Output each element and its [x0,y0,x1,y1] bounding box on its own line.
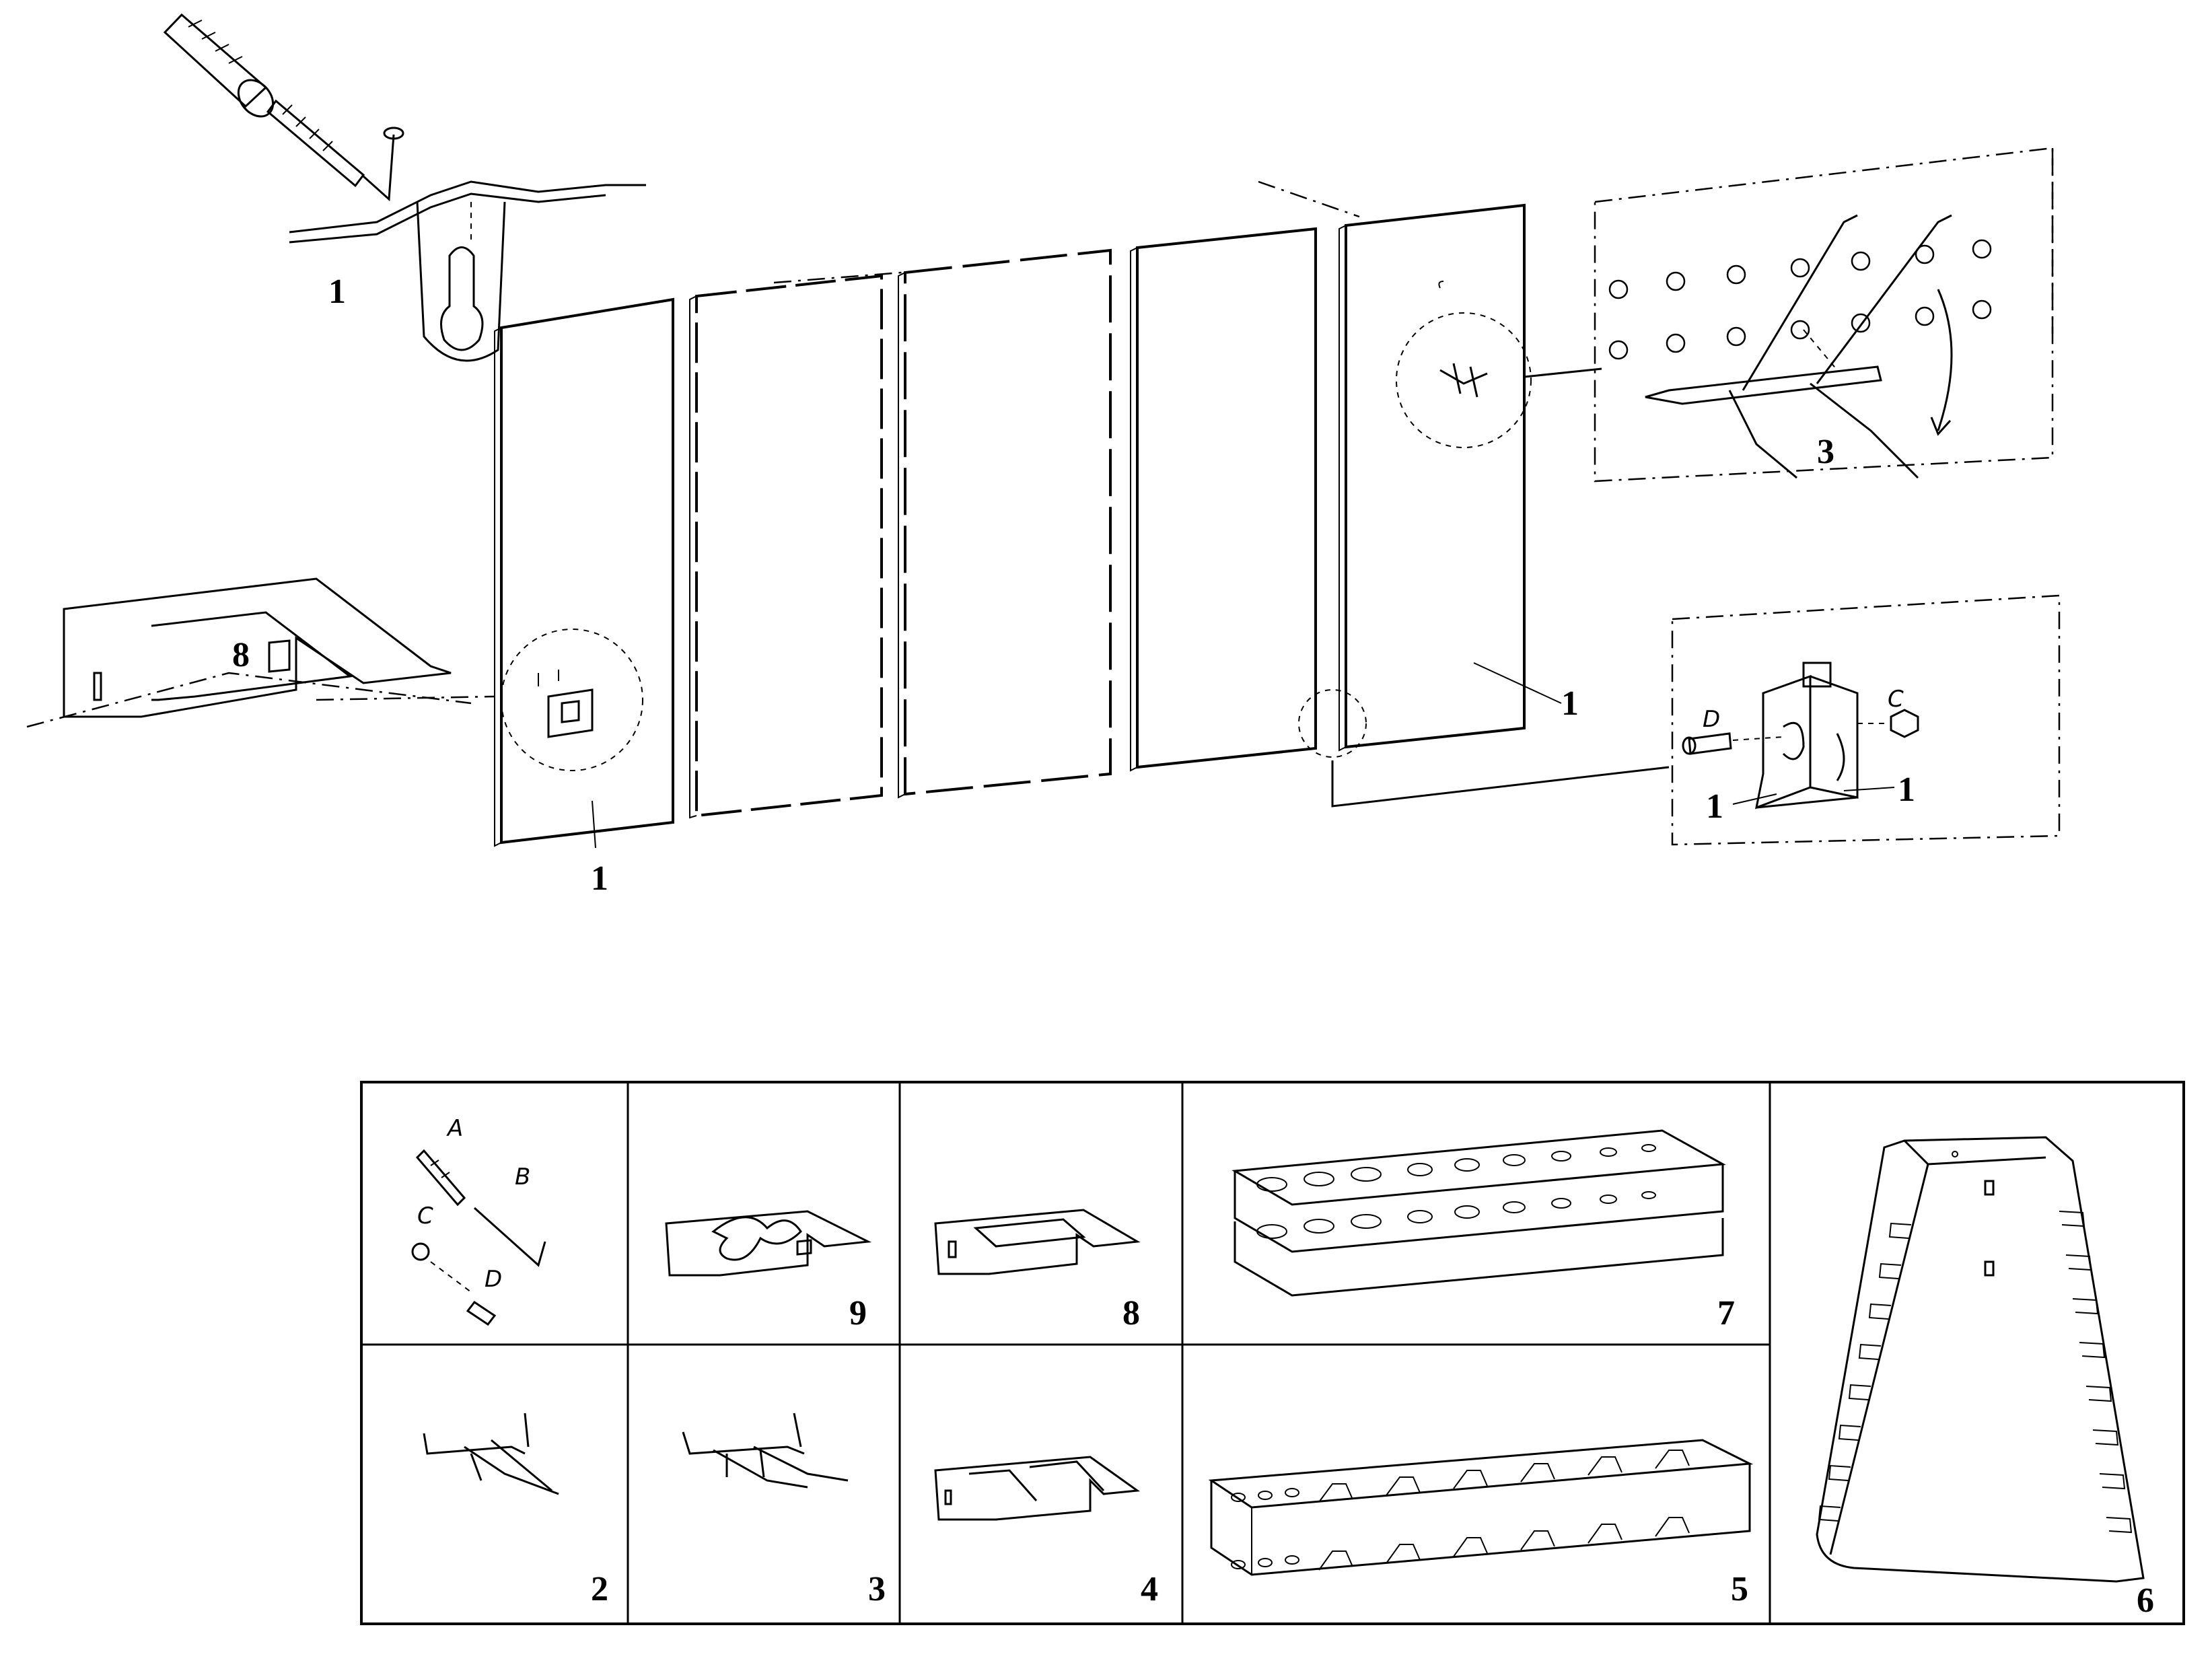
cell-7-holes [1256,1144,1656,1239]
label-8-holder: 8 [232,636,250,674]
label-9-cell: 9 [849,1294,867,1332]
label-D-kit: D [485,1266,502,1293]
cell-part-8: 8 [934,1209,1141,1332]
label-D-bolt: D [1703,706,1720,733]
wall-panel-4 [1136,227,1317,769]
label-A-kit: A [446,1115,463,1142]
parts-grid: A B C D 9 8 [360,1081,2185,1625]
label-B-kit: B [515,1164,530,1190]
panel-connector-detail: D C 1 1 [1671,594,2061,846]
label-3-cell: 3 [868,1570,886,1608]
cell-part-3: 3 [682,1413,886,1608]
panel-joint-detail: 1 [1298,662,1670,808]
panel-1-holder-detail: 1 [501,629,643,898]
cell-6-wrench-slots-left [1818,1222,1912,1522]
cell-part-9: 9 [665,1210,872,1332]
label-1-bracket-left: 1 [1706,787,1723,826]
cell-part-7: 7 [1232,1129,1735,1332]
label-C-kit: C [417,1203,433,1229]
label-C-nut: C [1888,686,1904,713]
holder-8-detail: 8 [26,577,495,728]
cell-part-6: 6 [1816,1136,2154,1620]
label-6-cell: 6 [2137,1581,2154,1620]
label-4-cell: 4 [1141,1570,1158,1608]
label-2-cell: 2 [591,1570,608,1608]
pegboard-hook-detail: 3 [1594,147,2054,483]
wall-panel-2 [695,274,883,818]
wall-anchor-detail: 1 [163,13,646,362]
label-1-panel-left: 1 [591,859,608,898]
wall-panel-3 [904,248,1112,796]
peg-holes [1608,239,1992,360]
cell-part-4: 4 [934,1456,1158,1608]
label-1-bracket-right: 1 [1898,771,1915,809]
label-7-cell: 7 [1717,1294,1735,1332]
wall-panels [494,180,1526,847]
wall-panel-5 [1345,203,1526,749]
label-8-cell: 8 [1122,1294,1140,1332]
label-5-cell: 5 [1731,1570,1748,1608]
label-3-hook: 3 [1817,433,1834,471]
label-1-panel-right: 1 [1561,684,1579,723]
cell-fixing-kit: A B C D [411,1115,546,1326]
cell-6-wrench-slots-right [2059,1211,2133,1534]
panel-5-hook-detail [1396,281,1602,448]
cell-part-2: 2 [423,1413,608,1608]
label-1-anchor: 1 [328,273,346,311]
wall-panel-1 [500,297,674,845]
cell-part-5: 5 [1208,1439,1754,1608]
cell-5-slots [1318,1450,1690,1571]
